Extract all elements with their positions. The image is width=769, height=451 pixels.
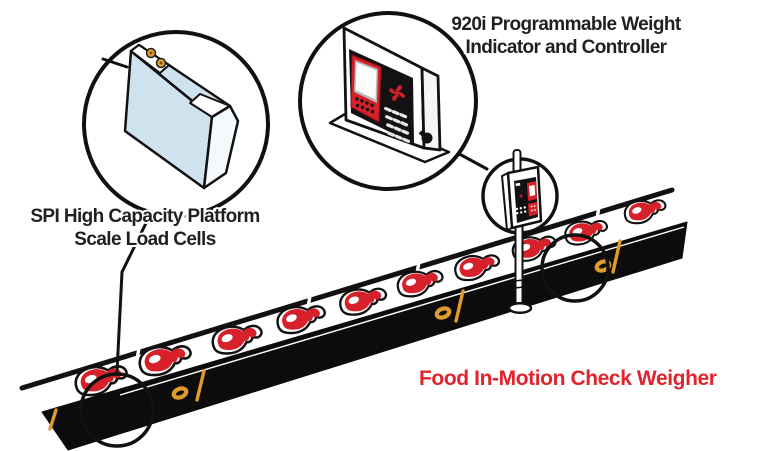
pole-base (507, 301, 533, 315)
load-cell-callout-group (82, 30, 270, 218)
920i-indicator-illustration (328, 26, 451, 164)
indicator-label-line2: Indicator and Controller (465, 37, 668, 58)
conveyor-frame-band (41, 221, 688, 451)
indicator-callout-group (298, 11, 478, 191)
load-cell-label-line2: Scale Load Cells (74, 229, 216, 250)
diagram-title: Food In-Motion Check Weigher (419, 367, 717, 390)
platform-load-cell-illustration (123, 43, 240, 190)
load-cell-callout-label: SPI High Capacity Platform Scale Load Ce… (0, 205, 290, 251)
mini-indicator-box (501, 165, 543, 231)
meat-item-7 (452, 252, 502, 283)
leader-line-load-cell (115, 211, 153, 374)
platform-end-face (202, 104, 240, 190)
indicator-callout-label: 920i Programmable Weight Indicator and C… (406, 13, 726, 59)
platform-screws (145, 47, 167, 69)
pole (514, 225, 524, 307)
rail-tick-marks (135, 207, 601, 358)
callout-circle-load-cell-location (79, 372, 155, 448)
callout-circle-weigh-section (540, 233, 610, 303)
softkeys (355, 97, 375, 114)
belt-seam (119, 226, 685, 396)
leader-tick (101, 57, 129, 69)
load-cell-label-line1: SPI High Capacity Platform (30, 206, 260, 227)
side-knob (421, 132, 433, 144)
indicator-body-side (420, 66, 442, 152)
keypad (384, 106, 411, 143)
brand-flower-icon (389, 85, 405, 101)
belt-fasteners (48, 239, 622, 431)
indicator-label-line1: 920i Programmable Weight (451, 14, 681, 35)
conveyor-far-rail (19, 187, 675, 391)
display-screen (355, 62, 377, 100)
pole-mounted-indicator (501, 149, 543, 315)
